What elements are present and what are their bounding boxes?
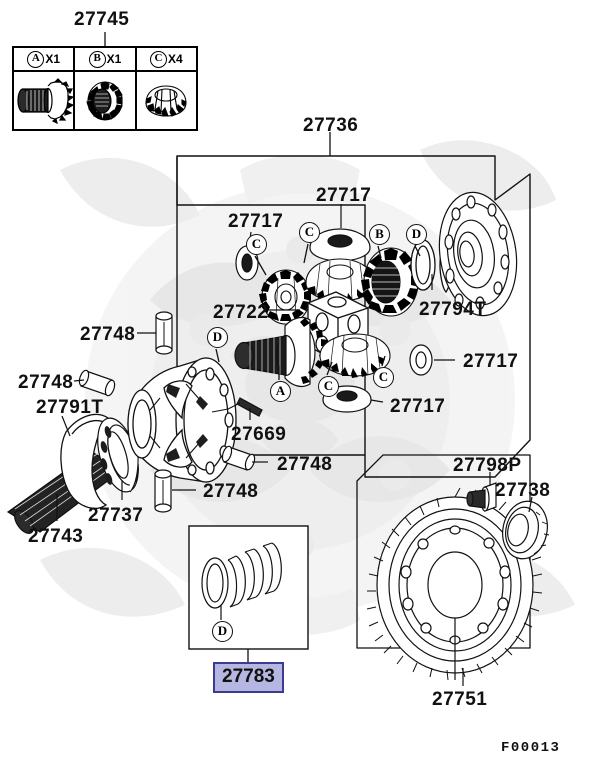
leader-27738 [528,496,533,513]
side-gear-b-right [361,247,420,317]
assembly-27736-boundary [176,155,531,478]
callout-letter-a: A [27,50,45,68]
pin-27748-top [155,311,173,355]
part-label-27737: 27737 [88,505,144,526]
pin-27748-bottom [154,469,172,513]
part-label-27791T: 27791T [36,397,104,418]
callout-letter: C [378,369,389,384]
legend-cell-a: A X1 [14,48,76,129]
callout-c-3: C [318,376,339,397]
part-label-27748-top: 27748 [80,324,136,345]
part-label-27717-bottom: 27717 [390,396,446,417]
part-label-27717-left: 27717 [228,211,284,232]
callout-letter: D [217,623,228,638]
callout-letter: B [375,226,384,241]
callout-letter-c: C [149,50,167,68]
side-gear-a-splined [234,316,328,388]
callout-letter: C [251,236,262,251]
part-label-27798P: 27798P [453,455,522,476]
pinion-gear-icon [137,72,196,129]
callout-c-1: C [246,234,267,255]
legend-qty-b: X1 [106,52,122,66]
callout-letter-b: B [88,50,106,68]
bolt-27798P [466,482,497,512]
callout-letter: D [212,329,223,344]
legend-cell-c: C X4 [136,48,196,129]
part-label-27717-upper: 27717 [316,185,372,206]
thrust-washer-27717-right [409,344,433,376]
legend-head-c: C X4 [136,48,196,72]
side-gear-icon [75,72,134,129]
legend-qty-c: X4 [167,52,183,66]
pin-27748-left [78,369,116,397]
kit-legend-table: A X1 [12,46,198,131]
differential-case [127,357,237,483]
roll-pin-27669 [211,397,263,417]
part-label-27669: 27669 [231,424,287,445]
seal-ring-27791T [60,413,109,509]
callout-b-1: B [369,224,390,245]
callout-d-1: D [406,224,427,245]
part-label-27748-left: 27748 [18,372,74,393]
part-label-27736: 27736 [303,115,359,136]
callout-c-2: C [299,222,320,243]
part-label-27783-highlighted[interactable]: 27783 [213,662,284,693]
side-gear-splined-icon [14,72,73,129]
part-label-27743: 27743 [28,526,84,547]
diagram-figure-code: F00013 [501,740,561,756]
part-label-27738: 27738 [495,480,551,501]
part-label-27794T: 27794T [419,299,487,320]
thrust-washer-27717-upper [309,228,371,262]
legend-head-a: A X1 [14,48,74,72]
case-cover-flange [438,191,518,317]
part-label-27748-lower: 27748 [277,454,333,475]
bearing-27738 [502,500,550,560]
ring-gear-27751 [366,487,543,681]
callout-d-3: D [212,621,233,642]
part-label-27748-bottom: 27748 [203,481,259,502]
part-label-27751: 27751 [432,689,488,710]
part-label-27745: 27745 [74,9,130,30]
callout-letter: C [323,378,334,393]
bevel-gear-center [305,258,375,304]
shim-stack-27783 [201,542,282,609]
part-label-27722: 27722 [213,302,269,323]
callout-d-2: D [207,327,228,348]
callout-c-4: C [373,367,394,388]
callout-letter: D [411,226,422,241]
legend-cell-b: B X1 [75,48,137,129]
legend-head-b: B X1 [75,48,135,72]
callout-bubbles [215,243,421,380]
callout-letter: A [275,383,286,398]
callout-letter: C [304,224,315,239]
legend-qty-a: X1 [45,52,60,66]
callout-a-1: A [270,381,291,402]
part-label-27717-right: 27717 [463,351,519,372]
pin-27748-lower [221,445,256,471]
pinion-gear-c-center [319,333,391,378]
